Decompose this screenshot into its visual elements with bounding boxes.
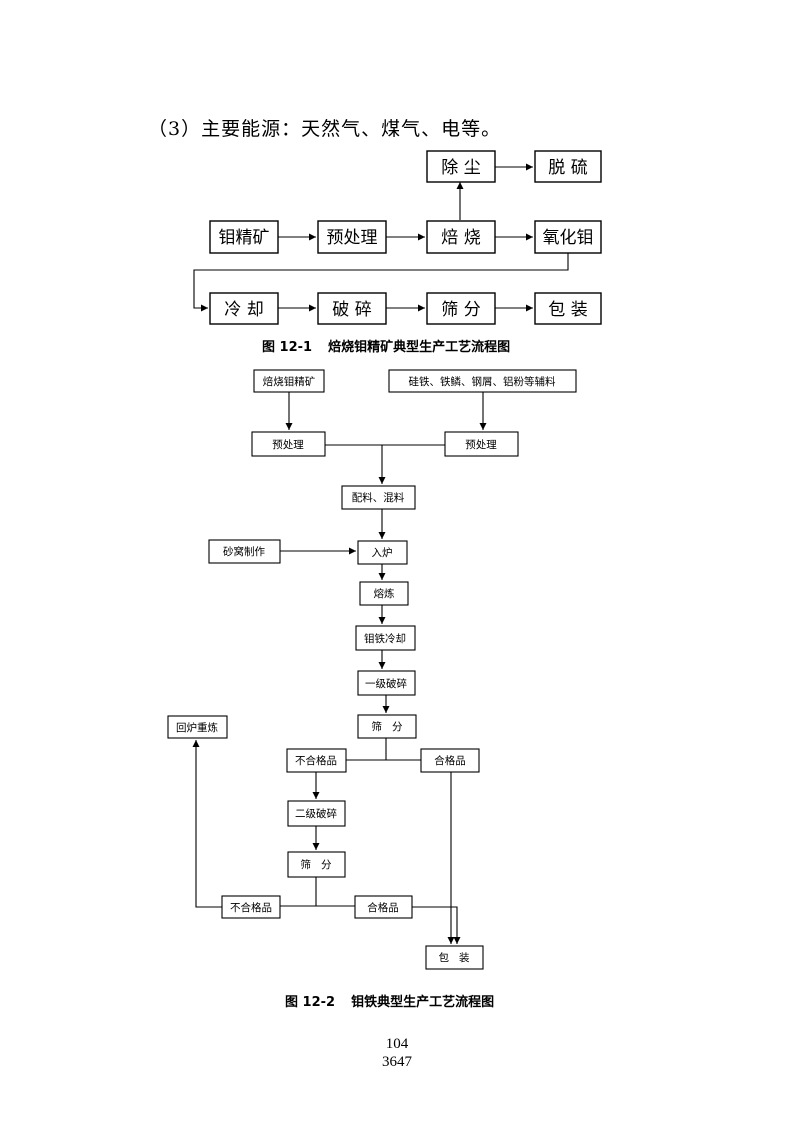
- node-pretreatment-right: 预处理: [444, 431, 519, 457]
- svg-text:包 装: 包 装: [548, 300, 587, 320]
- node-packing-2: 包 装: [425, 945, 484, 970]
- node-smelting: 熔炼: [359, 581, 409, 606]
- arrow-oxide-to-cool: [193, 253, 569, 312]
- node-packing: 包 装: [534, 292, 602, 325]
- svg-text:配料、混料: 配料、混料: [352, 491, 405, 504]
- figure-12-2-caption: 图 12-2 钼铁典型生产工艺流程图: [285, 991, 494, 1010]
- figure-12-2-diagram: 焙烧钼精矿 硅铁、铁鳞、钢屑、铝粉等辅料 预处理 预处理 配料、混料 砂窝制作 …: [167, 369, 577, 970]
- node-pass-1: 合格品: [420, 748, 480, 773]
- node-primary-crushing: 一级破碎: [357, 670, 416, 696]
- svg-text:预处理: 预处理: [465, 439, 497, 451]
- node-crushing: 破 碎: [317, 292, 387, 325]
- node-roasted-molybdenum-concentrate: 焙烧钼精矿: [253, 369, 325, 393]
- node-pretreatment: 预处理: [317, 220, 387, 254]
- svg-text:预处理: 预处理: [327, 228, 378, 248]
- svg-text:破 碎: 破 碎: [332, 300, 371, 320]
- node-batching-mixing: 配料、混料: [341, 485, 416, 510]
- figure-12-1-caption: 图 12-1 焙烧钼精矿典型生产工艺流程图: [262, 336, 510, 355]
- page-number: 104: [385, 1036, 409, 1052]
- figure-12-1-number: 图 12-1: [262, 340, 313, 355]
- svg-text:熔炼: 熔炼: [374, 587, 395, 600]
- node-molybdenum-concentrate: 钼精矿: [209, 220, 279, 254]
- svg-text:钼铁冷却: 钼铁冷却: [364, 632, 406, 645]
- svg-text:筛 分: 筛 分: [371, 720, 403, 733]
- node-reject-1: 不合格品: [286, 748, 347, 773]
- figure-12-1-diagram: 除 尘 脱 硫 钼精矿 预处理 焙 烧 氧化钼 冷 却 破 碎: [193, 150, 602, 325]
- svg-text:二级破碎: 二级破碎: [295, 807, 337, 820]
- svg-text:硅铁、铁鳞、钢屑、铝粉等辅料: 硅铁、铁鳞、钢屑、铝粉等辅料: [409, 375, 556, 388]
- document-number: 3647: [382, 1054, 412, 1070]
- svg-text:筛 分: 筛 分: [300, 858, 332, 871]
- node-remelting: 回炉重炼: [167, 715, 228, 739]
- svg-text:包 装: 包 装: [438, 951, 470, 964]
- svg-text:一级破碎: 一级破碎: [365, 677, 407, 690]
- section-heading: （3）主要能源：天然气、煤气、电等。: [148, 118, 502, 140]
- node-pretreatment-left: 预处理: [251, 431, 326, 457]
- node-molybdenum-oxide: 氧化钼: [534, 220, 602, 254]
- svg-text:不合格品: 不合格品: [295, 754, 337, 767]
- figure-12-2-number: 图 12-2: [285, 995, 336, 1010]
- node-charging: 入炉: [357, 540, 408, 565]
- svg-text:入炉: 入炉: [372, 547, 393, 559]
- svg-text:预处理: 预处理: [272, 439, 304, 451]
- node-reject-2: 不合格品: [221, 895, 281, 919]
- svg-text:焙 烧: 焙 烧: [441, 228, 480, 248]
- node-sand-nest-making: 砂窝制作: [208, 539, 281, 564]
- node-ferromolybdenum-cooling: 钼铁冷却: [355, 625, 416, 651]
- figure-12-2-title: 钼铁典型生产工艺流程图: [351, 995, 495, 1010]
- svg-text:焙烧钼精矿: 焙烧钼精矿: [263, 375, 316, 388]
- node-dust-removal: 除 尘: [426, 150, 496, 183]
- node-sieving: 筛 分: [426, 292, 496, 325]
- svg-text:脱 硫: 脱 硫: [548, 158, 587, 178]
- node-cooling: 冷 却: [209, 292, 279, 325]
- svg-text:回炉重炼: 回炉重炼: [176, 721, 218, 734]
- node-desulfurization: 脱 硫: [534, 150, 602, 183]
- svg-text:不合格品: 不合格品: [230, 901, 272, 914]
- arrow-pass2-to-pack: [412, 906, 461, 944]
- node-sieving-2: 筛 分: [287, 851, 346, 878]
- svg-text:筛 分: 筛 分: [441, 300, 480, 320]
- figure-12-1-title: 焙烧钼精矿典型生产工艺流程图: [328, 340, 511, 355]
- node-secondary-crushing: 二级破碎: [287, 800, 346, 827]
- svg-text:除 尘: 除 尘: [441, 158, 480, 178]
- arrow-reject2-to-remelt: [192, 740, 222, 908]
- svg-text:合格品: 合格品: [434, 754, 466, 767]
- node-pass-2: 合格品: [354, 895, 413, 919]
- svg-text:钼精矿: 钼精矿: [219, 228, 270, 248]
- svg-text:合格品: 合格品: [367, 901, 399, 914]
- svg-text:冷 却: 冷 却: [224, 300, 263, 320]
- svg-text:氧化钼: 氧化钼: [543, 228, 594, 248]
- svg-text:砂窝制作: 砂窝制作: [223, 545, 265, 558]
- node-sieving-1: 筛 分: [357, 714, 417, 739]
- node-roasting: 焙 烧: [426, 220, 496, 254]
- node-auxiliary-materials: 硅铁、铁鳞、钢屑、铝粉等辅料: [388, 369, 577, 393]
